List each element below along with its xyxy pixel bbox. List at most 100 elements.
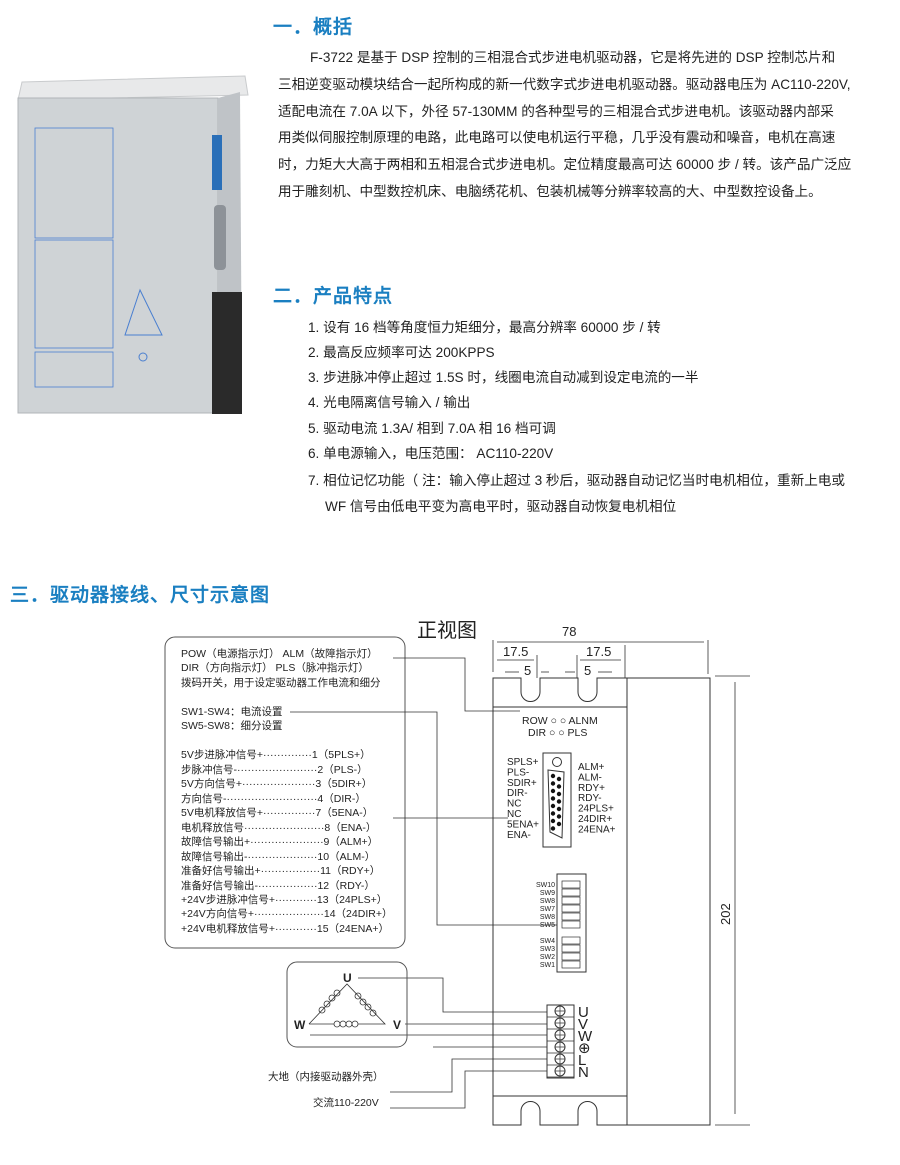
connector-pin-label: ALM+ [578,762,605,773]
connector-pin-label: 5ENA+ [507,819,539,830]
legend-box [164,636,406,949]
overview-line: 三相逆变驱动模块结合一起所构成的新一代数字式步进电机驱动器。驱动器电压为 AC1… [278,77,851,92]
dim-slot-left: 5 [524,663,531,678]
dim-width: 78 [562,624,576,639]
dim-left-offset: 17.5 [503,644,528,659]
terminal-block [546,1004,575,1079]
connector-pin [556,806,562,812]
motor-delta-winding [308,983,386,1028]
motor-phase-w: W [294,1018,306,1032]
db15-connector [542,752,572,848]
dim-slot-right: 5 [584,663,591,678]
switch-label: SW5 [540,922,555,929]
led-row-2: DIR ○ ○ PLS [528,727,587,739]
ac-input-label: 交流110-220V [313,1096,379,1109]
section-title-overview: 一．概括 [273,17,354,38]
feature-item: 2. 最高反应频率可达 200KPPS [308,345,495,360]
dip-switch[interactable] [561,920,581,929]
legend-line: SW1-SW4：电流设置 [181,705,283,718]
dip-switch[interactable] [561,952,581,961]
leader-lines [290,657,557,1109]
feature-item: WF 信号由低电平变为高电平时，驱动器自动恢复电机相位 [325,499,677,514]
legend-line: POW（电源指示灯） ALM（故障指示灯） [181,647,378,660]
switch-label: SW3 [540,946,555,953]
feature-item: 3. 步进脉冲停止超过 1.5S 时，线圈电流自动减到设定电流的一半 [308,370,699,385]
front-view-title: 正视图 [417,619,477,642]
connector-pin [550,818,556,824]
switch-label: SW8 [540,898,555,905]
dip-switch[interactable] [561,888,581,897]
connector-pin-label: NC [507,809,521,820]
product-photo [17,75,249,414]
connector-pin-label: 24PLS+ [578,804,614,815]
connector-pin [550,773,556,779]
overview-line: 用于雕刻机、中型数控机床、电脑绣花机、包装机械等分辨率较高的大、中型数控设备上。 [278,184,822,199]
dip-switch[interactable] [561,912,581,921]
connector-pin [550,826,556,831]
connector-pin-label: RDY+ [578,783,605,794]
switch-label: SW9 [540,890,555,897]
terminal-label: L [578,1052,586,1069]
dip-switch[interactable] [561,880,581,889]
connector-pin [550,796,556,801]
dip-switch[interactable] [561,896,581,905]
connector-pin [556,814,562,819]
dip-switch[interactable] [561,960,581,969]
connector-pin [550,781,556,786]
feature-item: 7. 相位记忆功能（ 注：输入停止超过 3 秒后，驱动器自动记忆当时电机相位，重… [308,473,845,488]
legend-line: 准备好信号输出-·················12（RDY-） [181,879,375,892]
overview-line: 用类似伺服控制原理的电路，此电路可以使电机运行平稳，几乎没有震动和噪音，电机在高… [278,130,836,145]
connector-pin [550,811,556,816]
feature-item: 1. 设有 16 档等角度恒力矩细分，最高分辨率 60000 步 / 转 [308,320,661,335]
legend-line: 拨码开关，用于设定驱动器工作电流和细分 [181,676,381,689]
connector-pin-label: SDIR+ [507,778,537,789]
connector-pin [556,784,562,789]
connector-pin-label: PLS- [507,767,529,778]
terminal-label: U [578,1004,589,1021]
screw-cross-icon [555,1042,565,1052]
switch-label: SW10 [536,882,555,889]
led-row-1: ROW ○ ○ ALNM [522,715,598,727]
legend-line: 5V电机释放信号+···············7（5ENA-） [181,806,373,819]
legend-line: DIR（方向指示灯） PLS（脉冲指示灯） [181,661,369,674]
connector-pin-label: ALM- [578,772,602,783]
feature-item: 6. 单电源输入，电压范围： AC110-220V [308,446,554,461]
switch-label: SW4 [540,938,555,945]
ground-label: 大地（内接驱动器外壳） [268,1070,384,1083]
overview-line: 适配电流在 7.0A 以下，外径 57-130MM 的各种型号的三相混合式步进电… [278,104,834,119]
switch-label: SW7 [540,906,555,913]
connector-pin-label: SPLS+ [507,757,539,768]
terminal-label: ⊕ [578,1040,591,1057]
dip-switch[interactable] [561,944,581,953]
overview-line: F-3722 是基于 DSP 控制的三相混合式步进电机驱动器，它是将先进的 DS… [310,50,836,65]
connector-pin-label: 24ENA+ [578,824,616,835]
connector-pin-label: NC [507,799,521,810]
switch-label: SW8 [540,914,555,921]
motor-phase-u: U [343,971,352,985]
dip-switch[interactable] [561,936,581,945]
dimension-lines [492,640,750,1126]
switch-label: SW2 [540,954,555,961]
legend-line: 故障信号输出-····················10（ALM-） [181,850,375,863]
connector-pin-label: 24DIR+ [578,814,612,825]
section-title-wiring: 三．驱动器接线、尺寸示意图 [10,585,271,606]
screw-cross-icon [555,1006,565,1016]
terminal-label: W [578,1028,593,1045]
legend-line: +24V步进脉冲信号+············13（24PLS+） [181,893,387,906]
screw-cross-icon [555,1066,565,1076]
dip-switch-block [556,873,587,973]
connector-pin [556,821,562,827]
dim-right-offset: 17.5 [586,644,611,659]
legend-line: +24V方向信号+····················14（24DIR+） [181,907,392,920]
dim-height: 202 [718,903,733,925]
legend-line: 5V步进脉冲信号+··············1（5PLS+） [181,748,371,761]
connector-pin [556,791,562,797]
terminal-label: N [578,1064,589,1081]
legend-line: 方向信号-··························4（DIR-） [181,792,366,805]
feature-item: 5. 驱动电流 1.3A/ 相到 7.0A 相 16 档可调 [308,421,556,436]
connector-pin [550,803,556,809]
dip-switch[interactable] [561,904,581,913]
overview-line: 时，力矩大大高于两相和五相混合式步进电机。定位精度最高可达 60000 步 / … [278,157,852,172]
connector-pin [550,788,556,794]
